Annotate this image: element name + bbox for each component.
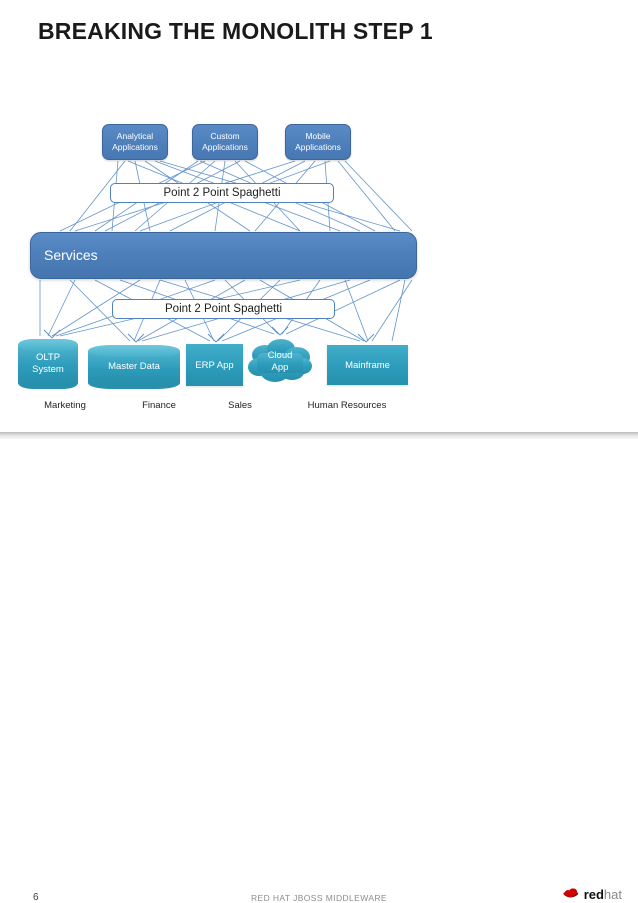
cylinder-body: [18, 345, 78, 383]
department-label-finance: Finance: [142, 400, 176, 411]
system-erp-app[interactable]: ERP App: [186, 344, 243, 386]
point-2-point-bar-top[interactable]: Point 2 Point Spaghetti: [110, 183, 334, 203]
app-box-analytical[interactable]: Analytical Applications: [102, 124, 168, 160]
system-cloud-app-line2: App: [271, 362, 289, 373]
services-bar[interactable]: Services: [30, 232, 417, 279]
app-box-custom-line1: Custom: [210, 131, 240, 141]
system-cloud-app[interactable]: Cloud App: [247, 337, 313, 387]
redhat-wordmark: redhat: [584, 888, 622, 901]
system-cloud-app-line1: Cloud: [267, 350, 293, 361]
slide-canvas: BREAKING THE MONOLITH STEP 1: [0, 18, 638, 903]
footer-bar: 6 RED HAT JBOSS MIDDLEWARE redhat: [0, 439, 638, 903]
app-box-mobile-line1: Mobile: [305, 131, 331, 141]
system-master-data-cylinder[interactable]: Master Data: [88, 345, 180, 389]
logo-text-hat: hat: [603, 887, 622, 902]
point-2-point-bar-bottom[interactable]: Point 2 Point Spaghetti: [112, 299, 335, 319]
page-title: BREAKING THE MONOLITH STEP 1: [38, 18, 433, 44]
system-mainframe[interactable]: Mainframe: [327, 345, 408, 385]
department-label-marketing: Marketing: [44, 400, 86, 411]
app-box-mobile-line2: Applications: [295, 142, 341, 152]
redhat-shadowman-icon: [563, 888, 578, 898]
cylinder-top: [18, 339, 78, 351]
footer-divider: [0, 432, 638, 439]
services-label: Services: [44, 247, 98, 263]
app-box-analytical-line2: Applications: [112, 142, 158, 152]
app-box-analytical-line1: Analytical: [116, 131, 154, 141]
cloud-icon: [248, 339, 312, 382]
app-box-mobile[interactable]: Mobile Applications: [285, 124, 351, 160]
redhat-logo: redhat: [562, 887, 622, 902]
department-label-sales: Sales: [228, 400, 252, 411]
app-box-custom-line2: Applications: [202, 142, 248, 152]
system-oltp-line1: OLTP: [35, 352, 61, 363]
cylinder-top: [88, 345, 180, 357]
app-box-custom[interactable]: Custom Applications: [192, 124, 258, 160]
system-master-data-label: Master Data: [108, 361, 160, 372]
system-oltp-line2: System: [32, 364, 64, 375]
system-oltp-cylinder[interactable]: OLTP System: [18, 339, 78, 389]
department-label-human-resources: Human Resources: [307, 400, 387, 411]
footer-brand-text: RED HAT JBOSS MIDDLEWARE: [250, 893, 388, 903]
logo-text-red: red: [583, 887, 604, 902]
